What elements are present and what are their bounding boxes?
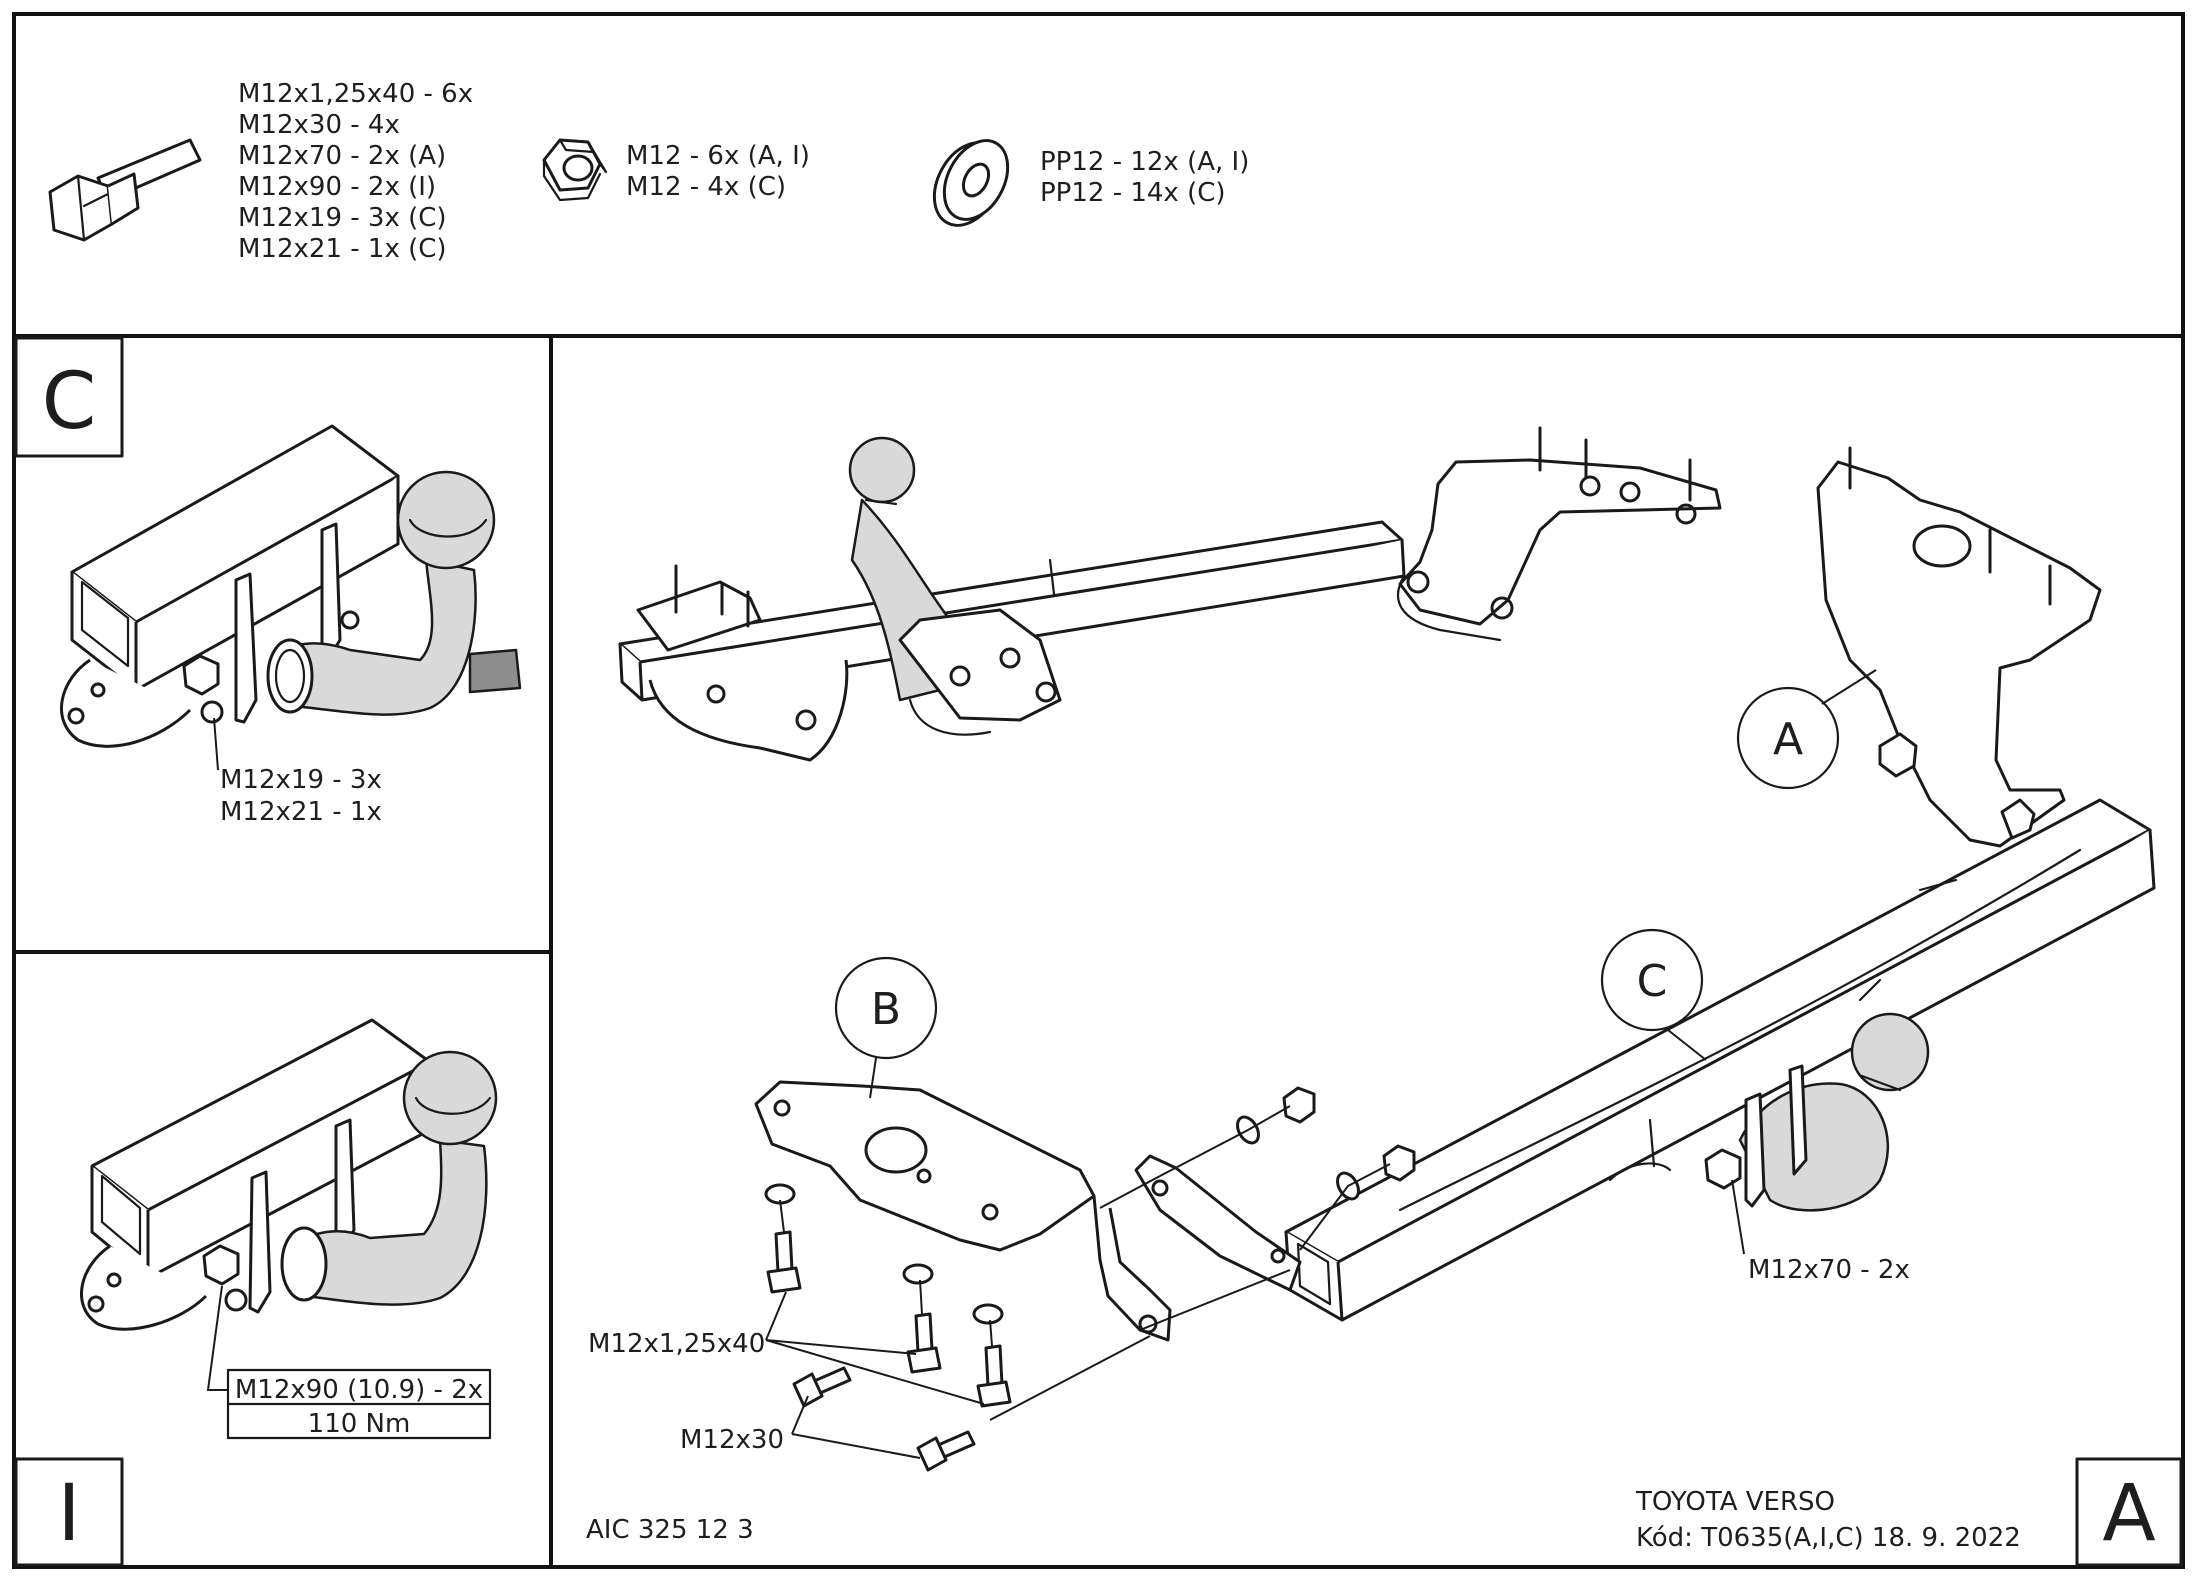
bolt-spec: M12x70 - 2x (A) — [238, 141, 446, 171]
callout-text: M12x70 - 2x — [1748, 1255, 1910, 1285]
nut-spec: M12 - 6x (A, I) — [626, 141, 810, 171]
detail-i-callout: M12x90 (10.9) - 2x 110 Nm — [206, 1285, 492, 1440]
callout-bubble-c: C — [1600, 928, 1707, 1061]
side-plate — [1134, 1154, 1302, 1292]
hardware-bolts-list: M12x1,25x40 - 6x M12x30 - 4x M12x70 - 2x… — [238, 79, 473, 264]
callout-text: M12x21 - 1x — [220, 797, 382, 827]
callout-m12x30: M12x30 — [680, 1395, 921, 1459]
panel-a-label: A — [2102, 1469, 2155, 1559]
hardware-nuts-list: M12 - 6x (A, I) M12 - 4x (C) — [626, 141, 810, 202]
detail-c-drawing — [60, 424, 522, 748]
bubble-label: C — [1637, 956, 1668, 1007]
nut-spec: M12 - 4x (C) — [626, 172, 786, 202]
exploded-nuts — [1282, 1086, 1416, 1182]
detail-c-callout: M12x19 - 3x M12x21 - 1x — [213, 717, 382, 827]
panel-c-label-box: C — [14, 336, 124, 458]
bracket-a — [1816, 446, 2102, 848]
callout-bubble-b: B — [834, 956, 938, 1099]
callout-text: M12x30 — [680, 1425, 784, 1455]
callout-torque: 110 Nm — [308, 1409, 411, 1439]
washer-spec: PP12 - 12x (A, I) — [1040, 147, 1249, 177]
bubble-label: B — [871, 984, 901, 1035]
bolt-spec: M12x30 - 4x — [238, 110, 400, 140]
detail-i-drawing — [80, 1018, 498, 1331]
bubble-label: A — [1773, 714, 1803, 765]
callout-text: M12x19 - 3x — [220, 765, 382, 795]
callout-m12x125x40: M12x1,25x40 — [588, 1291, 985, 1405]
assembly-guide-lines — [779, 1105, 1391, 1421]
panel-c-label: C — [42, 357, 96, 447]
bolt-spec: M12x90 - 2x (I) — [238, 172, 436, 202]
vehicle-name: TOYOTA VERSO — [1635, 1487, 1835, 1517]
callout-text: M12x1,25x40 — [588, 1329, 765, 1359]
washer-icon — [932, 139, 1010, 227]
bracket-b — [754, 1080, 1172, 1342]
assembled-crossbar — [618, 426, 1722, 762]
panel-a-label-box: A — [2075, 1457, 2183, 1567]
panel-i-label-box: I — [14, 1457, 124, 1567]
exploded-bolts — [766, 1230, 1012, 1472]
code-date: Kód: T0635(A,I,C) 18. 9. 2022 — [1636, 1523, 2021, 1553]
callout-m12x70: M12x70 - 2x — [1731, 1179, 1910, 1285]
washer-spec: PP12 - 14x (C) — [1040, 178, 1226, 208]
panel-i-label: I — [57, 1469, 80, 1559]
hardware-washers-list: PP12 - 12x (A, I) PP12 - 14x (C) — [1040, 147, 1249, 208]
crossbar-c — [1284, 798, 2156, 1322]
sheet-border — [12, 12, 2185, 1569]
bolt-icon — [48, 138, 202, 242]
drawing-number: AIC 325 12 3 — [586, 1515, 754, 1545]
callout-bubble-a: A — [1736, 669, 1877, 790]
bolt-spec: M12x1,25x40 - 6x — [238, 79, 473, 109]
bolt-spec: M12x21 - 1x (C) — [238, 234, 447, 264]
nut-icon — [542, 138, 608, 202]
callout-bolt-spec: M12x90 (10.9) - 2x — [235, 1375, 483, 1405]
bolt-spec: M12x19 - 3x (C) — [238, 203, 447, 233]
